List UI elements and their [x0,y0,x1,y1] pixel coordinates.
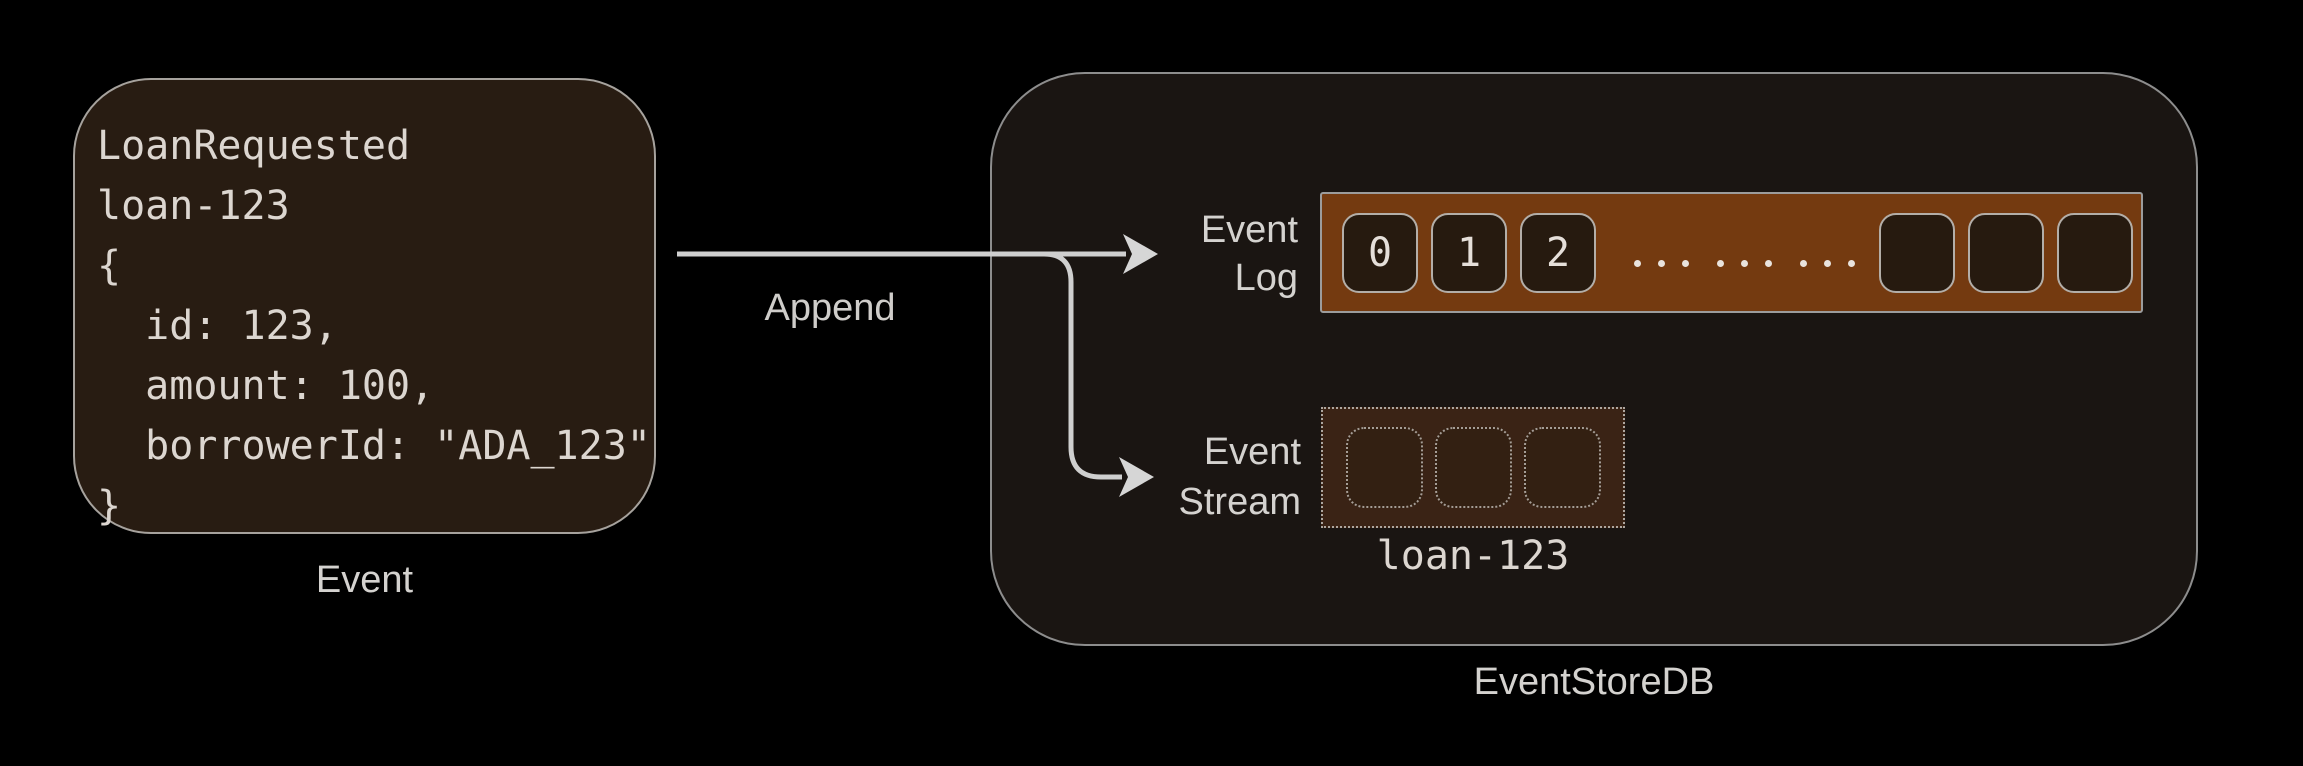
code-line-borrower-id: borrowerId: "ADA_123" [97,423,651,469]
code-line-id: id: 123, [97,303,338,349]
append-arrow-label: Append [764,287,896,329]
event-log-empty-cell [1968,212,2044,293]
code-line-event-type: LoanRequested [97,123,411,169]
eventstoredb-caption: EventStoreDB [1473,661,1715,703]
event-code-block: LoanRequested loan-123 { id: 123, amount… [75,80,654,536]
event-log-bar: 0 1 2 [1320,192,2143,313]
event-log-cell-0: 0 [1342,212,1418,293]
code-line-brace-close: } [97,483,122,529]
event-stream-label: Event Stream [1101,427,1301,527]
event-log-cell-1: 1 [1431,212,1507,293]
event-log-label-line2: Log [1234,257,1298,299]
ellipsis-group [1633,260,1689,267]
event-stream-name: loan-123 [1376,533,1570,579]
event-stream-empty-cell [1434,427,1512,508]
event-stream-empty-cell [1345,427,1423,508]
eventstoredb-container [990,72,2198,646]
event-log-cell-2: 2 [1520,212,1596,293]
ellipsis-group [1799,260,1855,267]
event-stream-label-line1: Event [1203,431,1301,473]
event-stream-empty-cell [1523,427,1601,508]
event-log-ellipsis [1609,260,1879,267]
event-log-empty-cell [2057,212,2133,293]
event-card: LoanRequested loan-123 { id: 123, amount… [73,78,656,534]
ellipsis-group [1716,260,1772,267]
event-log-empty-cell [1879,212,1955,293]
event-log-label-line1: Event [1200,209,1298,251]
code-line-amount: amount: 100, [97,363,435,409]
event-card-caption: Event [315,559,414,601]
event-log-label: Event Log [1138,206,1298,302]
code-line-stream-id: loan-123 [97,183,290,229]
event-stream-label-line2: Stream [1178,481,1301,523]
event-stream-box [1321,407,1625,528]
code-line-brace-open: { [97,243,122,289]
